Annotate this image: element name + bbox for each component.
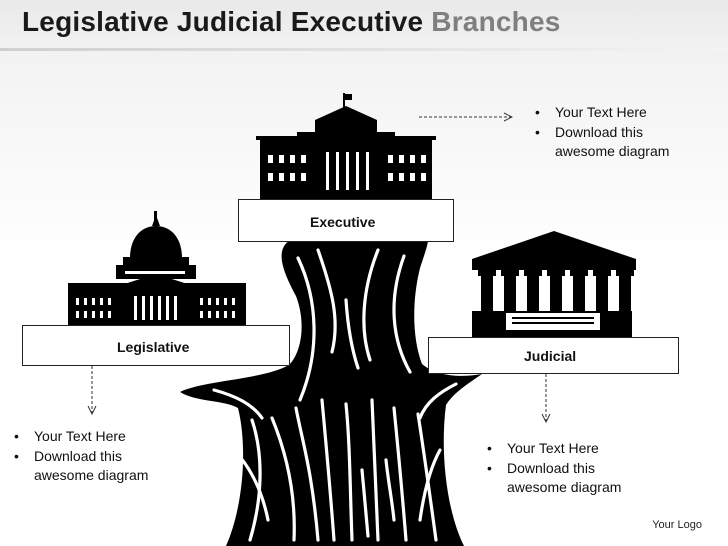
legislative-windows: [76, 296, 235, 320]
title-main: Legislative Judicial Executive: [22, 6, 424, 37]
legislative-label: Legislative: [117, 339, 190, 355]
executive-label-box: Executive: [238, 199, 454, 242]
logo-placeholder: Your Logo: [652, 519, 702, 531]
executive-label: Executive: [310, 214, 376, 230]
judicial-label: Judicial: [524, 348, 577, 364]
executive-notes: Your Text Here Download this awesome dia…: [533, 103, 703, 162]
capitol-icon: [68, 211, 246, 325]
slide-title: Legislative Judicial Executive Branches: [22, 6, 561, 38]
judicial-notes: Your Text Here Download this awesome dia…: [485, 439, 655, 498]
legislative-notes: Your Text Here Download this awesome dia…: [12, 427, 187, 486]
judicial-label-box: Judicial: [428, 337, 679, 374]
legislative-note-item: Your Text Here: [12, 427, 187, 447]
judicial-columns: [478, 270, 634, 312]
legislative-note-item: Download this awesome diagram: [12, 447, 174, 486]
courthouse-icon: [472, 231, 636, 337]
title-underline: [0, 48, 728, 51]
judicial-note-item: Download this awesome diagram: [485, 459, 632, 498]
title-sub: Branches: [431, 6, 561, 37]
white-house-icon: [256, 93, 436, 199]
executive-windows: [268, 152, 426, 190]
executive-note-item: Your Text Here: [533, 103, 703, 123]
legislative-label-box: Legislative: [22, 325, 290, 366]
tree-icon: [180, 240, 482, 546]
executive-note-item: Download this awesome diagram: [533, 123, 680, 162]
judicial-note-item: Your Text Here: [485, 439, 655, 459]
